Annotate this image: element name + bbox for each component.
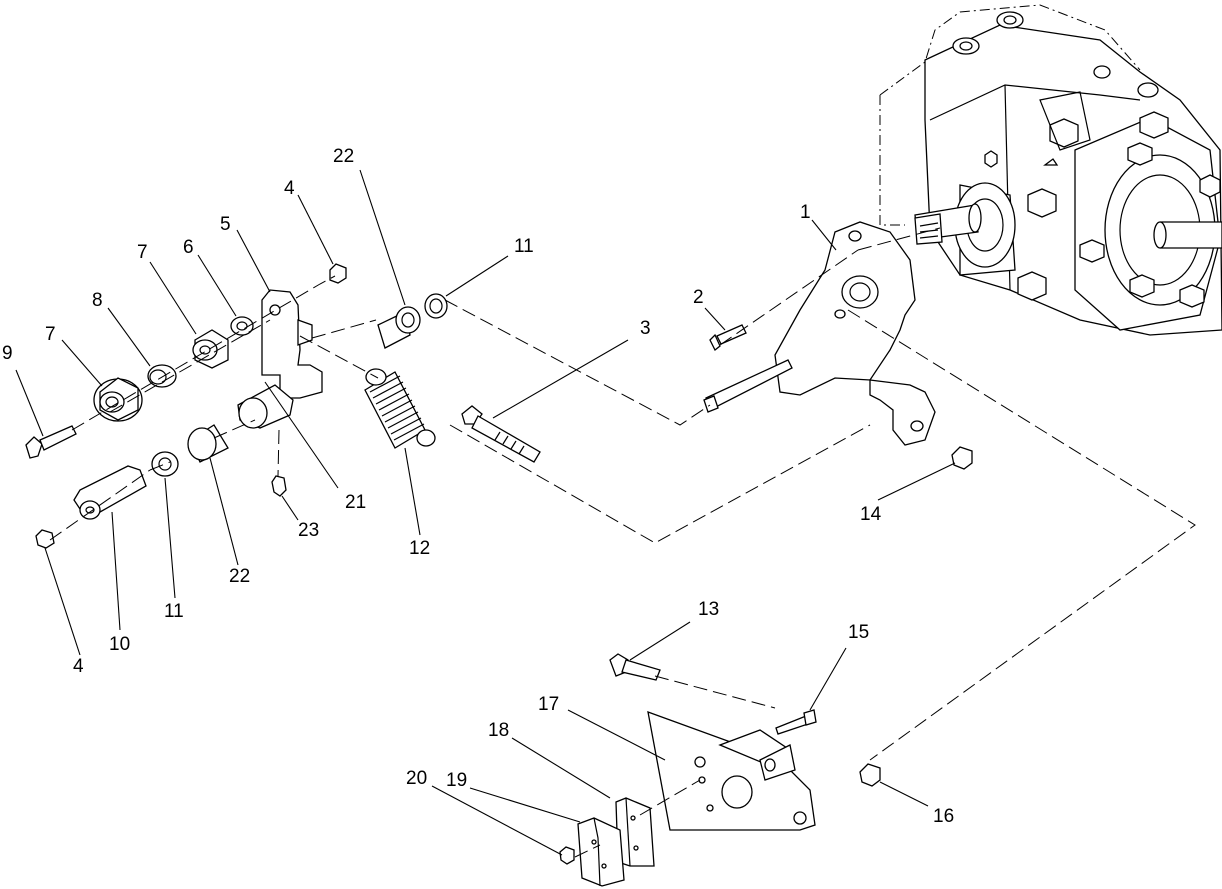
lever-5-21	[237, 289, 323, 429]
bearing-7-lower	[93, 377, 143, 422]
callout-22-upper: 22	[333, 146, 354, 167]
callout-labels: 1 2 3 4 4 5 6 7 7 8 9 10 11 11 12 13 14 …	[2, 146, 954, 827]
callout-20: 20	[406, 768, 427, 789]
callout-7-lower: 7	[45, 324, 56, 345]
spring-12	[364, 368, 436, 449]
bolt-9	[25, 425, 77, 459]
callout-18: 18	[488, 720, 509, 741]
callout-3: 3	[640, 318, 651, 339]
callout-11-lower: 11	[164, 601, 184, 622]
rod-3	[461, 405, 541, 463]
callout-2: 2	[693, 287, 704, 308]
callout-4-upper: 4	[284, 178, 295, 199]
bushing-22-upper	[377, 306, 421, 349]
washer-6	[230, 316, 254, 336]
callout-12: 12	[409, 538, 430, 559]
callout-19: 19	[446, 770, 467, 791]
spacer-8	[147, 364, 177, 388]
callout-5: 5	[220, 214, 231, 235]
leader-lines	[15, 169, 956, 856]
callout-9: 9	[2, 343, 13, 364]
bolt-2	[709, 324, 747, 352]
knob-10	[73, 465, 147, 520]
callout-21: 21	[345, 492, 366, 513]
nut-4-lower	[35, 529, 55, 549]
callout-14: 14	[860, 504, 882, 525]
washer-11-upper	[424, 293, 448, 319]
nut-4-upper	[329, 263, 347, 284]
screw-15	[775, 709, 817, 735]
plate-17	[647, 711, 816, 831]
callout-8: 8	[92, 290, 103, 311]
callout-13: 13	[698, 599, 719, 620]
hydrostatic-pump	[879, 4, 1222, 336]
nut-20	[559, 846, 575, 865]
callout-1: 1	[800, 202, 811, 223]
bolt-13	[609, 653, 661, 681]
callout-16: 16	[933, 806, 954, 827]
callout-6: 6	[183, 237, 194, 258]
block-19	[577, 817, 625, 887]
nut-16	[859, 763, 881, 787]
pump-control-bracket	[703, 221, 936, 446]
assembly-lines	[49, 227, 1196, 858]
callout-22-lower: 22	[229, 566, 250, 587]
bushing-22-lower	[187, 424, 229, 463]
callout-23: 23	[298, 520, 319, 541]
callout-4-lower: 4	[73, 656, 84, 677]
callout-15: 15	[848, 622, 869, 643]
washer-11-lower	[151, 451, 179, 477]
grease-fitting-23	[271, 475, 287, 497]
nut-14	[951, 446, 973, 470]
callout-10: 10	[109, 634, 130, 655]
callout-7-upper: 7	[137, 242, 148, 263]
callout-11-upper: 11	[514, 236, 534, 257]
callout-17: 17	[538, 694, 559, 715]
